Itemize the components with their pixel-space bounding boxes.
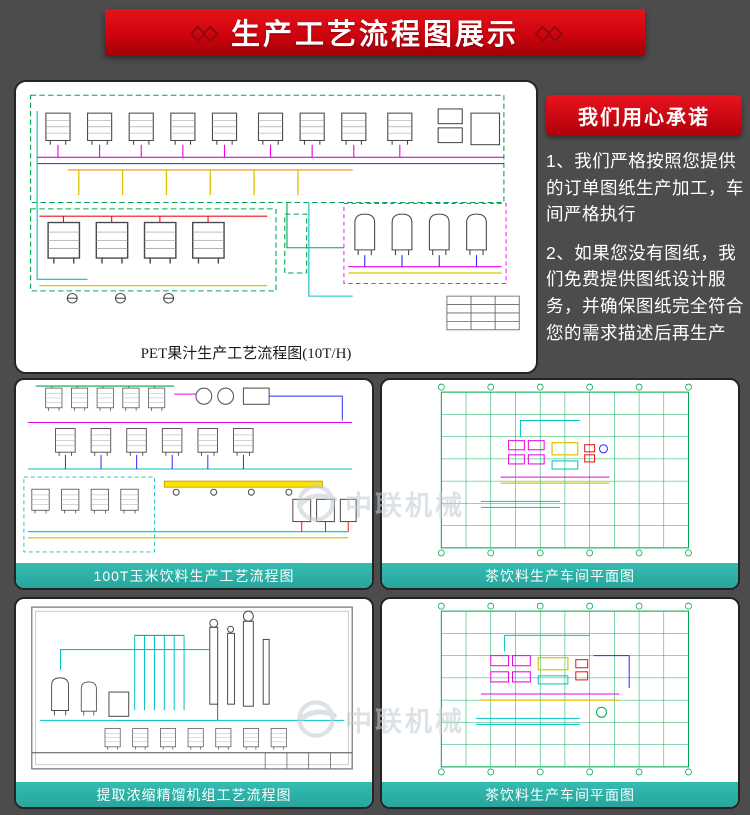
pet-juice-flowchart-card[interactable]: PET果汁生产工艺流程图(10T/H) [14,80,538,374]
banner: ◇◇ 生产工艺流程图展示 ◇◇ [105,9,645,55]
corn-caption-bar: 100T玉米饮料生产工艺流程图 [16,563,372,588]
tea-plan-2-caption-bar: 茶饮料生产车间平面图 [382,782,738,807]
tea-plan-card-2[interactable]: 茶饮料生产车间平面图 [380,597,740,809]
distill-flowchart-card[interactable]: 提取浓缩精馏机组工艺流程图 [14,597,374,809]
tea-plan-1-caption-bar: 茶饮料生产车间平面图 [382,563,738,588]
diamond-decor-left-icon: ◇◇ [190,21,218,44]
corn-flow-diagram [23,385,357,553]
promise-item-1: 1、我们严格按照您提供的订单图纸生产加工，车间严格执行 [546,151,744,225]
tea-plan-diagram-2 [437,602,692,776]
promise-section: 我们用心承诺 1、我们严格按照您提供的订单图纸生产加工，车间严格执行 2、如果您… [546,95,744,346]
distill-caption: 提取浓缩精馏机组工艺流程图 [96,786,292,803]
tea-plan-1-caption: 茶饮料生产车间平面图 [485,567,635,584]
tea-plan-2-caption: 茶饮料生产车间平面图 [485,786,635,803]
corn-flowchart-card[interactable]: 100T玉米饮料生产工艺流程图 [14,378,374,590]
tea-plan-card-1[interactable]: 茶饮料生产车间平面图 [380,378,740,590]
page-title: 生产工艺流程图展示 [230,19,519,51]
pet-juice-flow-diagram [30,94,520,331]
corn-caption: 100T玉米饮料生产工艺流程图 [93,567,295,584]
promise-title-badge: 我们用心承诺 [546,95,742,136]
diamond-decor-right-icon: ◇◇ [535,21,563,44]
distill-caption-bar: 提取浓缩精馏机组工艺流程图 [16,782,372,807]
promise-item-2: 2、如果您没有图纸，我们免费提供图纸设计服务，并确保图纸完全符合您的需求描述后再… [546,242,744,343]
pet-juice-caption: PET果汁生产工艺流程图(10T/H) [140,346,352,362]
distill-flow-diagram [31,606,353,770]
tea-plan-diagram-1 [437,383,692,557]
